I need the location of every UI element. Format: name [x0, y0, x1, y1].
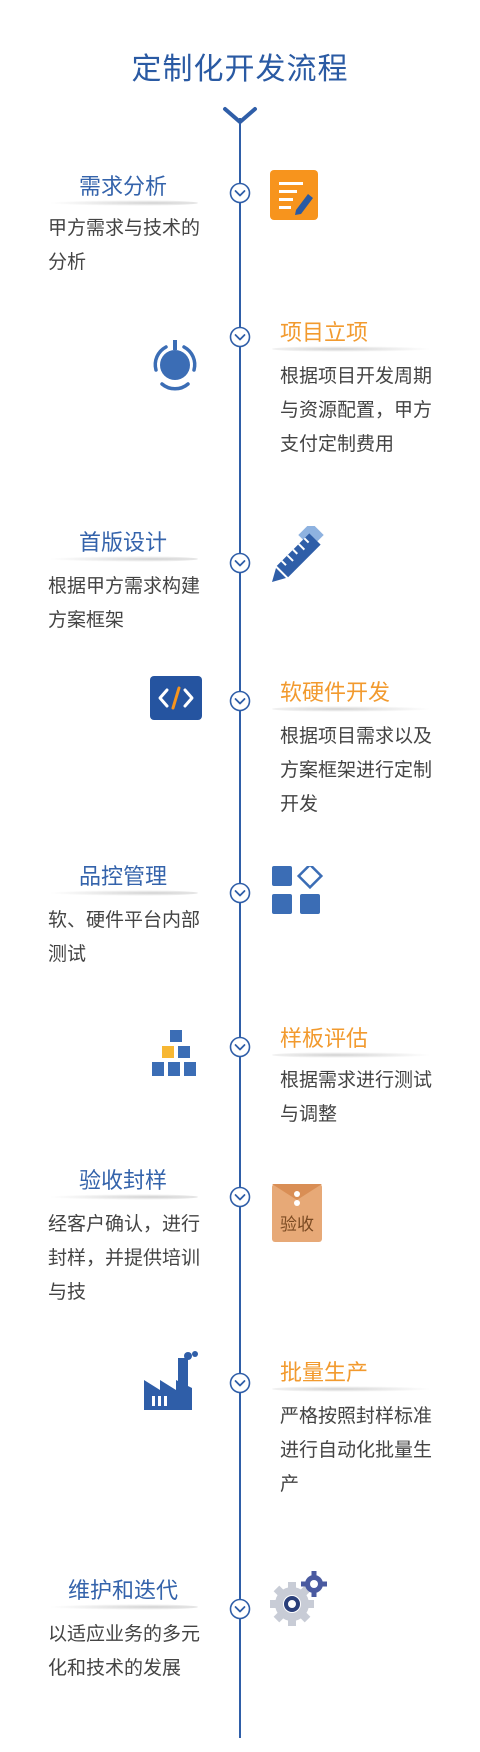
step-description: 经客户确认，进行封样，并提供培训与技 [48, 1214, 201, 1303]
step-description: 严格按照封样标准进行自动化批量生产 [280, 1406, 433, 1495]
step-title: 样板评估 [272, 1024, 440, 1060]
timeline-node-icon [229, 1036, 251, 1058]
stacked-boxes-icon [152, 1030, 196, 1076]
timeline-node-icon [229, 552, 251, 574]
timeline-node-icon [229, 326, 251, 348]
step-description: 根据项目开发周期与资源配置，甲方支付定制费用 [280, 366, 433, 455]
page-title: 定制化开发流程 [131, 53, 349, 86]
timeline-node-icon [229, 882, 251, 904]
step-title: 软硬件开发 [272, 678, 440, 714]
target-icon [153, 340, 197, 391]
timeline-node-icon [229, 1598, 251, 1620]
step-title: 需求分析 [48, 172, 198, 208]
timeline-line [239, 118, 241, 1738]
step-description: 以适应业务的多元化和技术的发展 [48, 1624, 201, 1679]
pencil-ruler-icon [272, 526, 324, 582]
step-description: 软、硬件平台内部测试 [48, 910, 201, 965]
blocks-grid-icon [272, 866, 324, 914]
step-description: 根据甲方需求构建方案框架 [48, 576, 201, 631]
step-description: 根据项目需求以及方案框架进行定制开发 [280, 726, 433, 815]
factory-icon [144, 1351, 198, 1410]
envelope-label: 验收 [280, 1215, 314, 1234]
gears-icon [270, 1571, 327, 1626]
step-description: 甲方需求与技术的分析 [48, 218, 201, 273]
step-title: 首版设计 [48, 528, 198, 564]
step-title: 批量生产 [272, 1358, 440, 1394]
step-title: 品控管理 [48, 862, 198, 898]
sealed-envelope-icon: 验收 [272, 1184, 322, 1242]
timeline-node-icon [229, 1186, 251, 1208]
step-title: 验收封样 [48, 1166, 198, 1202]
code-icon [150, 676, 202, 720]
timeline-node-icon [229, 1372, 251, 1394]
timeline-node-icon [229, 182, 251, 204]
timeline-node-icon [229, 690, 251, 712]
step-title: 维护和迭代 [48, 1576, 198, 1612]
step-title: 项目立项 [272, 318, 432, 354]
step-description: 根据需求进行测试与调整 [280, 1070, 433, 1125]
document-edit-icon [270, 170, 318, 220]
